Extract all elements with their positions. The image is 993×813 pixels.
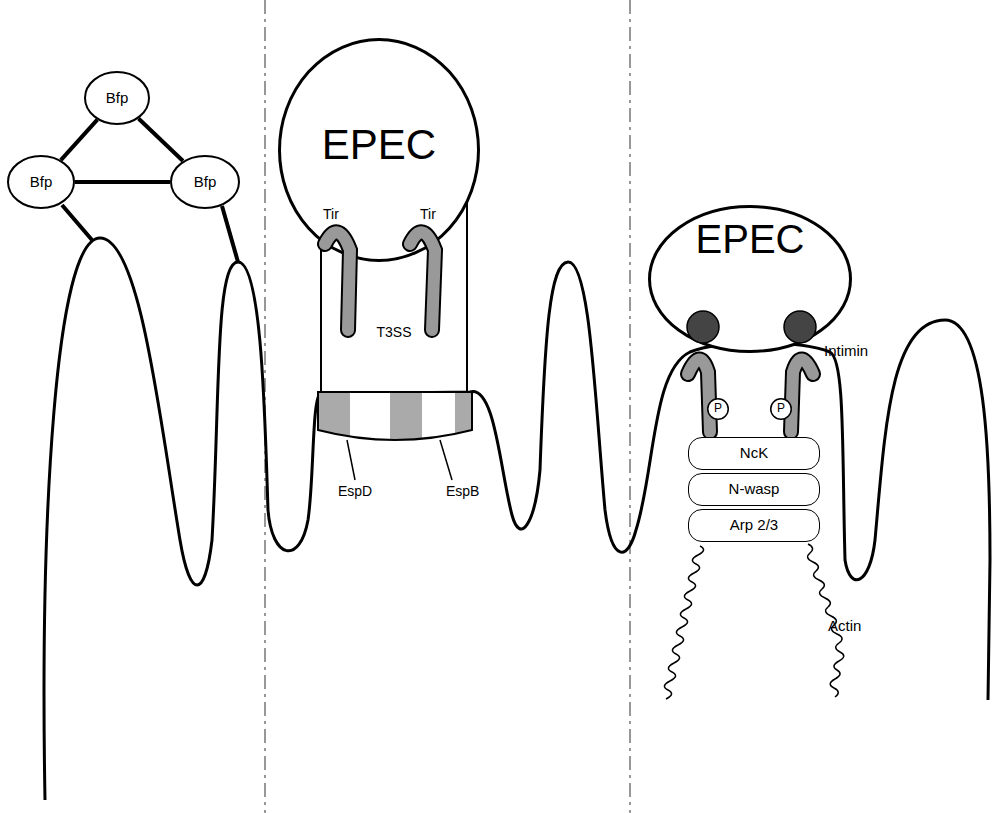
tir-outline xyxy=(791,359,813,432)
part-label: Intimin xyxy=(824,343,868,358)
ellipse-shape xyxy=(650,207,851,352)
cell-ellipse: P xyxy=(770,398,792,420)
tir-outline xyxy=(688,359,710,432)
espb-stripe xyxy=(422,390,455,450)
pilus-attachment xyxy=(222,206,238,262)
leader-line xyxy=(440,440,452,480)
protein-box: NcK xyxy=(688,437,820,470)
cell-ellipse: Bfp xyxy=(7,155,75,209)
part-label: EspD xyxy=(338,484,372,498)
protein-box: Arp 2/3 xyxy=(688,509,820,542)
part-label: Tir xyxy=(420,207,436,221)
leader-line xyxy=(347,440,355,480)
actin-filament xyxy=(664,546,703,699)
pilus-bundle-link xyxy=(138,119,183,162)
node-label: Bfp xyxy=(106,90,129,107)
ellipse-shape xyxy=(171,156,239,208)
part-label: Tir xyxy=(323,207,339,221)
node-label: N-wasp xyxy=(729,481,780,498)
espd-stripe xyxy=(455,390,472,450)
node-label: Bfp xyxy=(30,174,53,191)
node-label: P xyxy=(714,402,722,415)
node-label: Bfp xyxy=(194,174,217,191)
intimin-protein xyxy=(687,311,719,343)
translocon-outline xyxy=(318,392,472,440)
tir-protein xyxy=(325,232,350,330)
cell-ellipse: Bfp xyxy=(84,71,150,125)
tir-outline xyxy=(410,232,435,330)
node-label: EPEC xyxy=(696,217,805,261)
ellipse-shape xyxy=(8,156,74,208)
ellipse-shape xyxy=(85,72,149,124)
translocon-band xyxy=(318,390,472,450)
tir-protein xyxy=(688,359,710,432)
node-label: EPEC xyxy=(322,122,436,168)
cell-ellipse: EPEC xyxy=(648,205,852,353)
pilus-bundle-link xyxy=(75,180,170,184)
espd-stripe xyxy=(318,390,350,450)
cell-ellipse: P xyxy=(707,398,729,420)
tir-protein xyxy=(791,359,813,432)
ellipse-shape xyxy=(771,399,792,420)
tir-outline xyxy=(325,232,350,330)
intimin-protein xyxy=(784,311,816,343)
node-label: Arp 2/3 xyxy=(730,517,778,534)
part-label: Actin xyxy=(828,618,861,633)
pilus-bundle-link xyxy=(61,120,98,160)
panel-divider xyxy=(629,0,631,813)
cell-ellipse: EPEC xyxy=(278,38,480,262)
node-label: NcK xyxy=(740,445,768,462)
node-label: P xyxy=(777,402,785,415)
part-label: EspB xyxy=(446,484,479,498)
node-label: T3SS xyxy=(376,325,411,340)
espb-stripe xyxy=(350,390,390,450)
protein-box: N-wasp xyxy=(688,473,820,506)
ellipse-shape xyxy=(280,40,479,261)
ellipse-shape xyxy=(708,399,729,420)
pilus-attachment xyxy=(62,205,92,240)
host-membrane xyxy=(44,238,990,800)
tir-protein xyxy=(410,232,435,330)
cell-ellipse: Bfp xyxy=(170,155,240,209)
